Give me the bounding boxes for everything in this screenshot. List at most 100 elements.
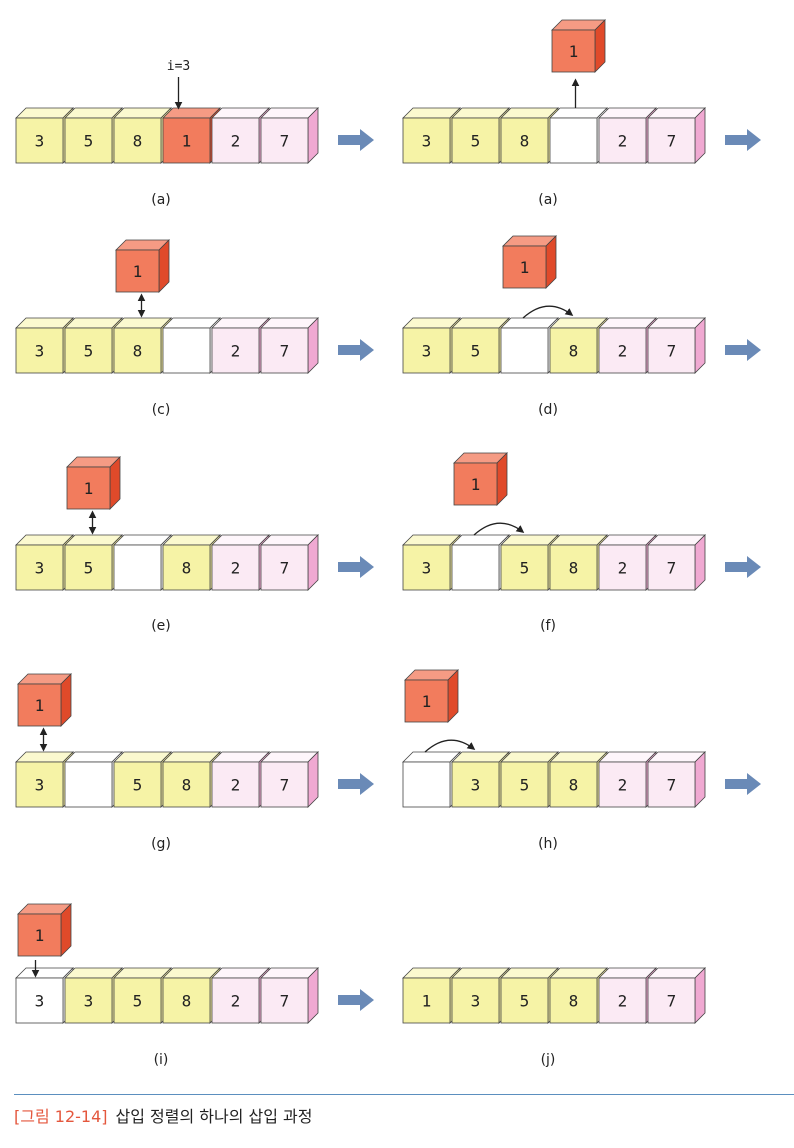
cube-front (500, 544, 549, 591)
array-cell: 5 (113, 967, 172, 1024)
cube-value: 7 (280, 992, 290, 1011)
cube-value: 1 (422, 692, 432, 711)
array-cell (500, 317, 559, 374)
array-cell: 2 (598, 317, 657, 374)
cube-value: 2 (618, 992, 628, 1011)
cube-front (260, 117, 309, 164)
step-label: (h) (538, 836, 558, 852)
array-cell: 8 (549, 317, 608, 374)
array-cell: 5 (451, 317, 510, 374)
cube-value: 2 (231, 559, 241, 578)
next-step-arrow (338, 339, 374, 361)
step-label: (a) (151, 192, 171, 208)
array-cell: 5 (500, 534, 559, 591)
array-cell: 7 (260, 967, 319, 1024)
cube-front (404, 679, 449, 723)
cube-front (211, 977, 260, 1024)
array-cell: 7 (647, 107, 706, 164)
cube-front (598, 977, 647, 1024)
step-label: (f) (540, 618, 556, 634)
cube-value: 8 (182, 992, 192, 1011)
array-cell (549, 107, 608, 164)
cube-front (64, 117, 113, 164)
cube-value: 8 (520, 132, 530, 151)
step-label: (i) (154, 1052, 169, 1068)
cube-value: 8 (569, 776, 579, 795)
cube-front (502, 245, 547, 289)
cube-front (260, 977, 309, 1024)
array-cell: 2 (598, 751, 657, 808)
cube-value: 3 (422, 132, 432, 151)
cube-front (647, 761, 696, 808)
array-cell (451, 534, 510, 591)
cube-value: 2 (231, 992, 241, 1011)
cube-side (694, 317, 706, 374)
cube-value: 2 (618, 342, 628, 361)
cube-value: 3 (422, 559, 432, 578)
array-cell: 3 (402, 107, 461, 164)
cube-side (694, 967, 706, 1024)
array-cell: 8 (162, 534, 221, 591)
step-label: (g) (151, 836, 171, 852)
cube-value: 7 (280, 776, 290, 795)
key-cube: 1 (502, 235, 557, 289)
array-cell: 7 (260, 107, 319, 164)
cube-front (113, 117, 162, 164)
array-cell: 2 (211, 317, 270, 374)
array-cell: 5 (64, 534, 123, 591)
cube-value: 3 (471, 992, 481, 1011)
next-step-arrow (338, 773, 374, 795)
cube-value: 5 (520, 776, 530, 795)
array-cell: 7 (647, 534, 706, 591)
cube-front (647, 327, 696, 374)
next-step-arrow (338, 129, 374, 151)
shift-arc-arrow (473, 522, 525, 536)
array-cell: 3 (15, 107, 74, 164)
cube-value: 3 (35, 776, 45, 795)
cube-value: 3 (84, 992, 94, 1011)
cube-front (162, 117, 211, 164)
array-cell: 3 (15, 967, 74, 1024)
array-cell: 7 (260, 534, 319, 591)
cube-value: 7 (280, 132, 290, 151)
key-cube: 1 (17, 673, 72, 727)
cube-front (211, 761, 260, 808)
array-cell: 3 (402, 534, 461, 591)
next-step-arrow (338, 556, 374, 578)
cube-value: 3 (35, 132, 45, 151)
cube-value: 2 (618, 559, 628, 578)
cube-value: 3 (35, 559, 45, 578)
figure-caption: [그림 12-14]삽입 정렬의 하나의 삽입 과정 (14, 1103, 313, 1127)
cube-front (113, 977, 162, 1024)
array-cell: 3 (402, 317, 461, 374)
cube-value: 1 (569, 42, 579, 61)
array-cell: 7 (647, 967, 706, 1024)
cube-front (647, 117, 696, 164)
cube-value: 1 (182, 132, 192, 151)
cube-front (402, 977, 451, 1024)
cube-front (549, 117, 598, 164)
array-cell: 3 (451, 967, 510, 1024)
array-cell: 5 (113, 751, 172, 808)
cube-front (113, 761, 162, 808)
array-cell (162, 317, 221, 374)
cube-front (598, 117, 647, 164)
cube-front (451, 977, 500, 1024)
cube-front (113, 544, 162, 591)
caption-rule (14, 1094, 794, 1095)
array-cell (402, 751, 461, 808)
cube-front (549, 327, 598, 374)
cube-front (598, 327, 647, 374)
cube-value: 1 (520, 258, 530, 277)
cube-front (113, 327, 162, 374)
cube-value: 8 (569, 992, 579, 1011)
array-cell (64, 751, 123, 808)
array-cell: 8 (549, 534, 608, 591)
cube-front (647, 977, 696, 1024)
array-cell: 8 (162, 967, 221, 1024)
key-cube: 1 (404, 669, 459, 723)
